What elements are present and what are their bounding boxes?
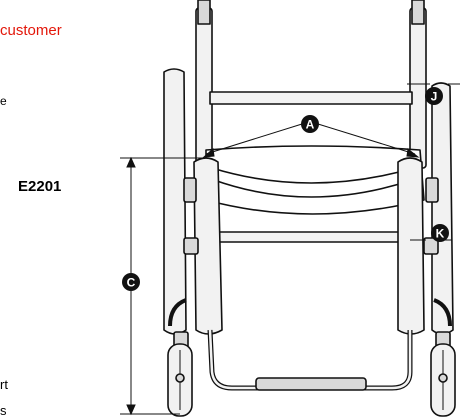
customer-label: customer bbox=[0, 22, 62, 39]
right-caster-wheel bbox=[430, 331, 456, 417]
left-caster-wheel bbox=[167, 331, 193, 417]
callout-k-icon: K bbox=[431, 224, 449, 242]
right-rear-post bbox=[409, 7, 427, 169]
product-code: E2201 bbox=[18, 178, 62, 195]
text-fragment-rt: rt bbox=[0, 377, 8, 392]
seat-sling bbox=[205, 145, 425, 215]
text-fragment-e: e bbox=[0, 94, 7, 108]
callout-j-label: J bbox=[431, 90, 438, 104]
left-rear-post bbox=[195, 7, 213, 169]
left-push-handle bbox=[163, 68, 187, 335]
callout-c-icon: C bbox=[122, 273, 140, 291]
upper-crossbar bbox=[209, 91, 413, 105]
callout-j-icon: J bbox=[425, 87, 443, 105]
callout-k-label: K bbox=[436, 227, 445, 241]
callout-a-icon: A bbox=[301, 115, 319, 133]
text-fragment-bottom: s bbox=[0, 403, 7, 418]
right-push-handle bbox=[431, 82, 454, 335]
lower-crossbar bbox=[209, 231, 413, 243]
callout-a-label: A bbox=[306, 118, 315, 132]
callout-c-label: C bbox=[127, 276, 136, 290]
footplate bbox=[255, 377, 367, 391]
right-front-tube bbox=[397, 157, 425, 335]
